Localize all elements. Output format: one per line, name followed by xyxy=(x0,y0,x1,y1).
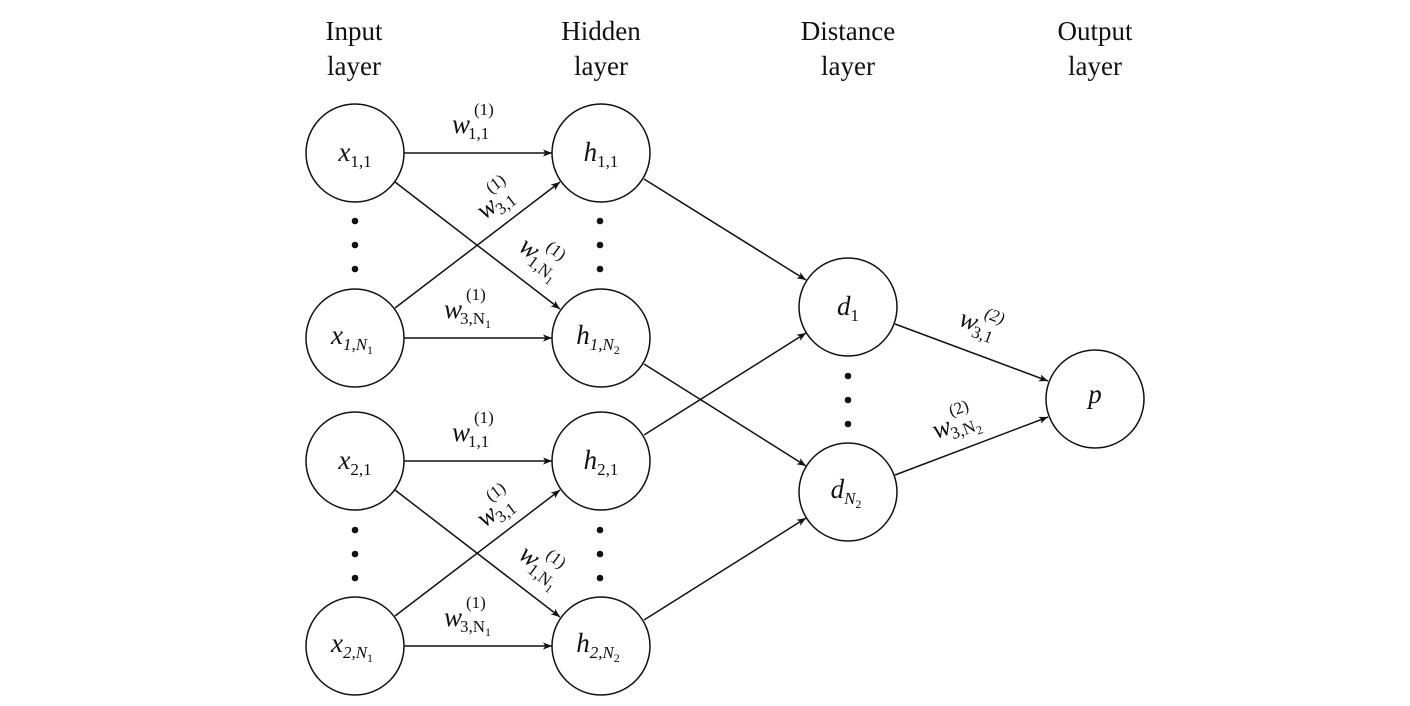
header-hidden-line2: layer xyxy=(574,51,628,81)
svg-text:h2,1: h2,1 xyxy=(584,445,619,479)
node-x11: x1,1 xyxy=(305,103,405,203)
edge-x1N-h11 xyxy=(394,181,561,309)
svg-text:x2,1: x2,1 xyxy=(337,445,371,479)
weight-label-w31-output: w3,1 (2) xyxy=(955,303,1007,348)
header-hidden-layer: Hidden layer xyxy=(561,16,641,81)
svg-text:d1: d1 xyxy=(837,291,859,325)
svg-text:x1,N1: x1,N1 xyxy=(330,320,373,357)
weight-label-w3N-top: w3,N1 (1) xyxy=(444,285,491,331)
header-distance-line1: Distance xyxy=(801,16,895,46)
ellipsis-input-top xyxy=(351,217,359,273)
node-d1: d1 xyxy=(798,257,898,357)
node-h11: h1,1 xyxy=(551,103,651,203)
weight-label-w11-top: w1,1 (1) xyxy=(452,100,494,143)
svg-text:w1,1: w1,1 xyxy=(452,109,489,143)
weight-label-w31-bottom: w3,1 (1) xyxy=(470,478,520,533)
node-h1N: h1,N2 xyxy=(551,288,651,388)
svg-text:h1,N2: h1,N2 xyxy=(576,320,620,357)
edge-h21-d1 xyxy=(643,332,807,436)
weight-label-w3N-output: w3,N2 (2) xyxy=(928,396,985,445)
header-input-line1: Input xyxy=(326,16,383,46)
weight-label-w31-top: w3,1 (1) xyxy=(470,170,520,225)
svg-text:(2): (2) xyxy=(982,303,1007,328)
weight-label-w11-bottom: w1,1 (1) xyxy=(452,408,494,451)
svg-text:p: p xyxy=(1086,379,1102,409)
header-input-layer: Input layer xyxy=(326,16,383,81)
svg-text:x1,1: x1,1 xyxy=(337,137,371,171)
svg-text:h1,1: h1,1 xyxy=(584,137,619,171)
svg-text:(2): (2) xyxy=(946,396,971,421)
node-h2N: h2,N2 xyxy=(551,596,651,696)
node-x2N: x2,N1 xyxy=(305,596,405,696)
header-distance-layer: Distance layer xyxy=(801,16,895,81)
ellipsis-input-bottom xyxy=(351,526,359,582)
header-distance-line2: layer xyxy=(821,51,875,81)
edge-h1N-dN xyxy=(643,363,807,467)
svg-text:(1): (1) xyxy=(474,408,494,427)
svg-text:x2,N1: x2,N1 xyxy=(330,628,373,665)
svg-text:h2,N2: h2,N2 xyxy=(576,628,620,665)
edge-h11-d1 xyxy=(643,178,807,281)
header-output-layer: Output layer xyxy=(1057,16,1133,81)
node-h21: h2,1 xyxy=(551,411,651,511)
ellipsis-hidden-top xyxy=(596,217,604,273)
svg-text:w3,N1: w3,N1 xyxy=(444,602,491,639)
svg-text:dN2: dN2 xyxy=(831,474,862,511)
svg-text:(1): (1) xyxy=(474,100,494,119)
node-dN: dN2 xyxy=(798,442,898,542)
ellipsis-distance xyxy=(844,372,852,428)
header-hidden-line1: Hidden xyxy=(561,16,641,46)
node-x21: x2,1 xyxy=(305,411,405,511)
svg-text:w3,N1: w3,N1 xyxy=(444,294,491,331)
header-input-line2: layer xyxy=(327,51,381,81)
svg-text:(1): (1) xyxy=(466,285,486,304)
svg-text:(1): (1) xyxy=(466,593,486,612)
svg-text:w1,1: w1,1 xyxy=(452,417,489,451)
edge-x2N-h21 xyxy=(394,489,561,617)
ellipsis-hidden-bottom xyxy=(596,526,604,582)
header-output-line2: layer xyxy=(1068,51,1122,81)
edge-h2N-dN xyxy=(643,517,807,621)
node-x1N: x1,N1 xyxy=(305,288,405,388)
node-p: p xyxy=(1045,349,1145,449)
header-output-line1: Output xyxy=(1057,16,1133,46)
edge-dN-p xyxy=(894,416,1049,476)
edge-d1-p xyxy=(894,323,1049,382)
weight-label-w3N-bottom: w3,N1 (1) xyxy=(444,593,491,639)
